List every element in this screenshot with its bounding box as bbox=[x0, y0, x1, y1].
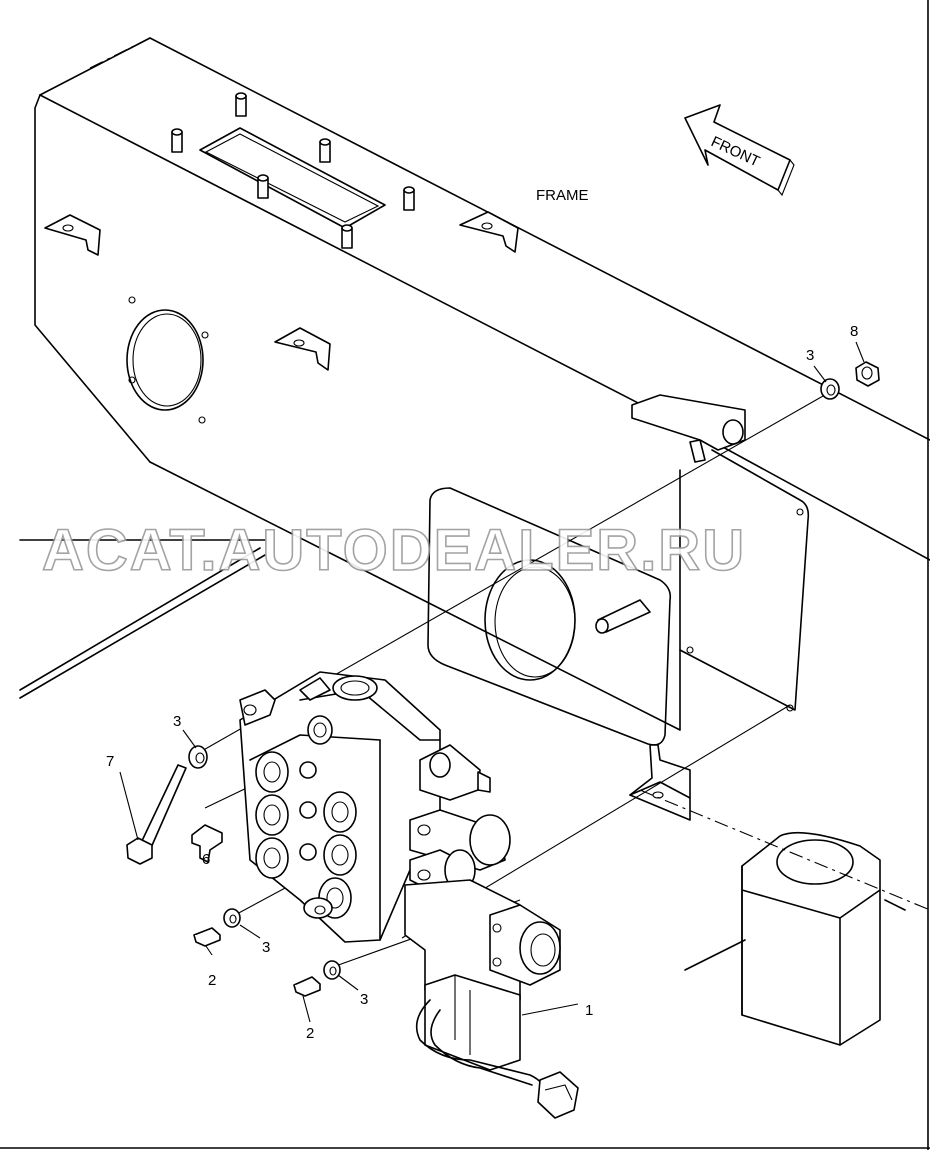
callouts: 8 3 3 7 6 2 3 2 3 1 bbox=[106, 323, 865, 1042]
front-arrow: FRONT bbox=[684, 104, 795, 197]
frame-label: FRAME bbox=[536, 187, 589, 204]
callout-3-low: 3 bbox=[360, 991, 368, 1008]
callout-2-a: 2 bbox=[208, 972, 216, 989]
callout-8: 8 bbox=[850, 323, 858, 340]
callout-7: 7 bbox=[106, 753, 114, 770]
hardware bbox=[126, 361, 880, 997]
frame bbox=[19, 37, 930, 1046]
watermark: ACAT.AUTODEALER.RU bbox=[42, 518, 746, 583]
callout-2-b: 2 bbox=[306, 1025, 314, 1042]
callout-3-mid: 3 bbox=[262, 939, 270, 956]
valve-ports bbox=[255, 715, 357, 919]
callout-3-left: 3 bbox=[173, 713, 181, 730]
callout-3-top: 3 bbox=[806, 347, 814, 364]
control-valve-assembly bbox=[239, 671, 579, 1119]
callout-6: 6 bbox=[202, 851, 210, 868]
callout-1: 1 bbox=[585, 1002, 593, 1019]
frame-pins bbox=[171, 92, 415, 249]
